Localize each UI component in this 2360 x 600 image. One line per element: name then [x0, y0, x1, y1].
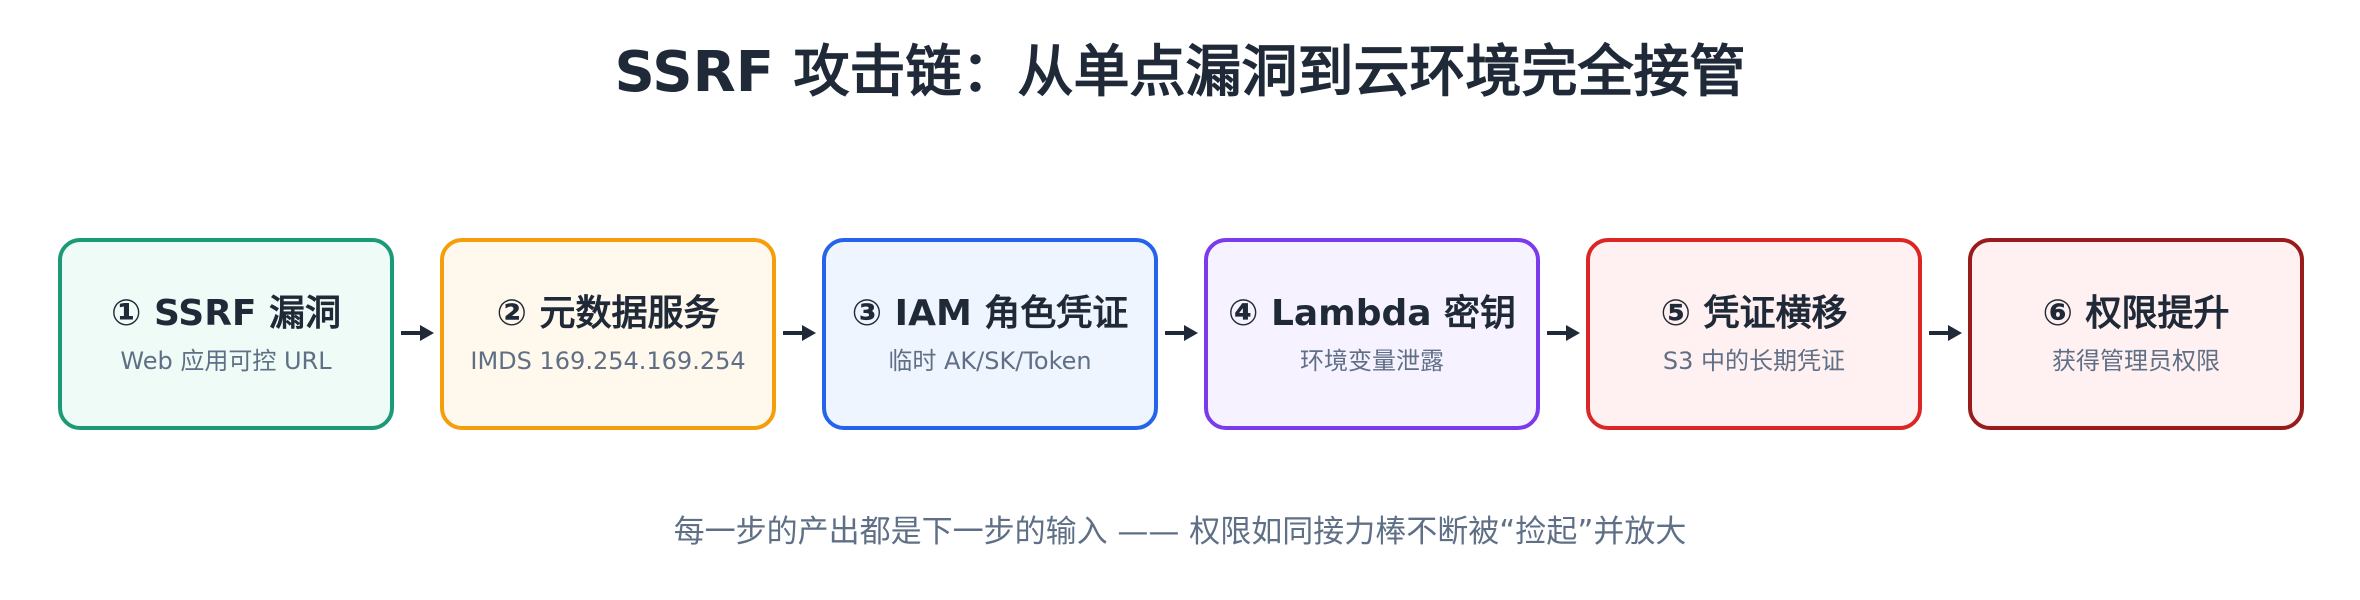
- step-title: ② 元数据服务: [496, 293, 720, 334]
- step-title: ③ IAM 角色凭证: [851, 293, 1129, 334]
- step-iam-role-credentials: ③ IAM 角色凭证 临时 AK/SK/Token: [822, 238, 1158, 430]
- step-subtitle: IMDS 169.254.169.254: [470, 347, 746, 375]
- right-arrow-icon: [1929, 322, 1963, 344]
- step-credential-lateral-movement: ⑤ 凭证横移 S3 中的长期凭证: [1586, 238, 1922, 430]
- step-subtitle: 环境变量泄露: [1300, 347, 1444, 375]
- step-ssrf-vulnerability: ① SSRF 漏洞 Web 应用可控 URL: [58, 238, 394, 430]
- diagram-title: SSRF 攻击链：从单点漏洞到云环境完全接管: [614, 40, 1746, 105]
- right-arrow-icon: [401, 322, 435, 344]
- right-arrow-icon: [1165, 322, 1199, 344]
- step-subtitle: S3 中的长期凭证: [1662, 347, 1846, 375]
- step-title: ⑤ 凭证横移: [1660, 293, 1848, 334]
- step-subtitle: 获得管理员权限: [2052, 347, 2220, 375]
- right-arrow-icon: [1547, 322, 1581, 344]
- step-title: ⑥ 权限提升: [2042, 293, 2230, 334]
- step-lambda-secrets: ④ Lambda 密钥 环境变量泄露: [1204, 238, 1540, 430]
- right-arrow-icon: [783, 322, 817, 344]
- step-subtitle: 临时 AK/SK/Token: [888, 347, 1092, 375]
- step-metadata-service: ② 元数据服务 IMDS 169.254.169.254: [440, 238, 776, 430]
- attack-chain-flow: ① SSRF 漏洞 Web 应用可控 URL ② 元数据服务 IMDS 169.…: [58, 238, 2308, 436]
- step-title: ① SSRF 漏洞: [110, 293, 342, 334]
- step-title: ④ Lambda 密钥: [1227, 293, 1517, 334]
- step-subtitle: Web 应用可控 URL: [120, 347, 332, 375]
- diagram-caption: 每一步的产出都是下一步的输入 —— 权限如同接力棒不断被“捡起”并放大: [673, 514, 1687, 550]
- step-privilege-escalation: ⑥ 权限提升 获得管理员权限: [1968, 238, 2304, 430]
